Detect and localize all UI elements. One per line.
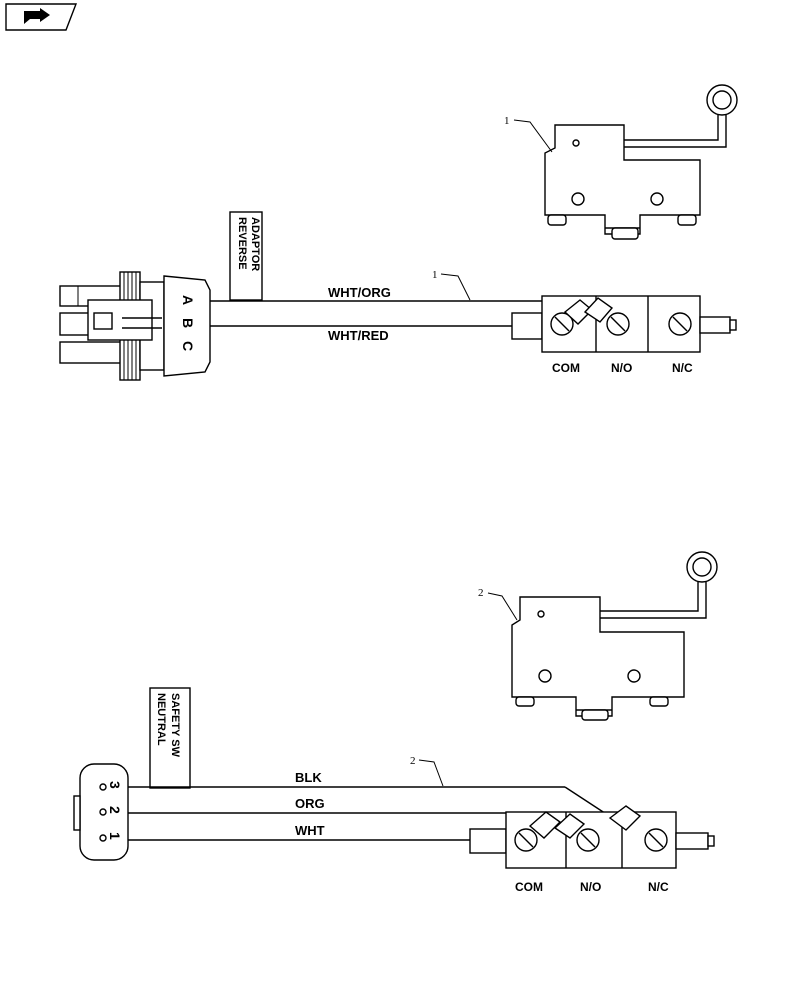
callout-leader-wire-1: 1 xyxy=(432,269,471,301)
microswitch-terminals-2 xyxy=(469,805,715,869)
terminal-label-com-1: COM xyxy=(552,361,580,375)
wire-label-org: ORG xyxy=(295,796,325,811)
pin-label-c: C xyxy=(180,341,196,351)
callout-switch-1: 1 xyxy=(504,115,510,127)
harness-1: 1 A B C REVERSE ADAPTOR xyxy=(59,84,738,381)
callout-wire-1: 1 xyxy=(432,269,438,281)
harness-2: 2 3 2 1 NEUTRAL SAFETY SW BLK ORG WHT xyxy=(73,551,718,894)
tag-line-1: REVERSE xyxy=(236,217,248,270)
tag-line-2: SAFETY SW xyxy=(169,693,181,758)
microswitch-terminals-1 xyxy=(511,295,737,353)
terminal-label-no-2: N/O xyxy=(580,880,601,894)
wire-label-wht: WHT xyxy=(295,823,325,838)
callout-switch-2: 2 xyxy=(478,587,484,599)
connector-abc xyxy=(59,271,211,381)
wire-bundle-2 xyxy=(128,786,621,841)
pin-label-a: A xyxy=(180,295,196,305)
tag-line-1: NEUTRAL xyxy=(155,693,167,746)
harness-tag-reverse-adaptor: REVERSE ADAPTOR xyxy=(229,211,263,301)
terminal-label-nc-2: N/C xyxy=(648,880,669,894)
terminal-label-no-1: N/O xyxy=(611,361,632,375)
pin-label-1: 1 xyxy=(107,832,123,840)
microswitch-side-view-2 xyxy=(511,551,718,721)
harness-tag-neutral-safety-sw: NEUTRAL SAFETY SW xyxy=(149,687,191,789)
pin-label-3: 3 xyxy=(107,781,123,789)
connector-123 xyxy=(73,763,129,861)
callout-leader-wire-2: 2 xyxy=(410,755,444,787)
wire-label-blk: BLK xyxy=(295,770,322,785)
callout-wire-2: 2 xyxy=(410,755,416,767)
wire-label-wht-red: WHT/RED xyxy=(328,328,389,343)
callout-leader-switch-2: 2 xyxy=(478,587,518,621)
callout-leader-switch-1: 1 xyxy=(504,115,553,153)
return-arrow-icon[interactable] xyxy=(5,3,78,31)
wire-label-wht-org: WHT/ORG xyxy=(328,285,391,300)
microswitch-side-view-1 xyxy=(544,84,738,240)
pin-label-b: B xyxy=(180,318,196,328)
tag-line-2: ADAPTOR xyxy=(249,217,261,271)
terminal-label-nc-1: N/C xyxy=(672,361,693,375)
pin-label-2: 2 xyxy=(107,806,123,814)
terminal-label-com-2: COM xyxy=(515,880,543,894)
